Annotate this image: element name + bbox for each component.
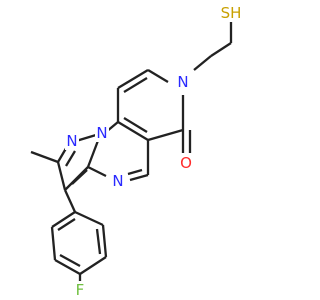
- bonds: [30, 19, 233, 284]
- bond-aryl-5: [50, 226, 57, 261]
- bond-aryl-4: [54, 258, 81, 276]
- bond-ch-ch: [117, 69, 149, 89]
- n-pyrazole-bg: [65, 132, 79, 150]
- n-ring-label: N: [177, 73, 188, 91]
- carbonyl-oxygen-label: O: [180, 154, 192, 172]
- bond-n-c-pyrim: [87, 165, 107, 178]
- bond-aryl-6: [51, 211, 76, 228]
- bond-aryl-2-double: [95, 228, 102, 255]
- bond-c3-c3a-double: [71, 169, 88, 185]
- n-pyrimidine-label: N: [112, 172, 123, 190]
- bond-cme-c3: [56, 161, 67, 191]
- bond-aryl-3: [79, 256, 107, 275]
- molecule-structure: SH N O N N N F: [30, 4, 244, 299]
- atom-labels: SH N O N N N F: [65, 4, 244, 299]
- bond-n-ch: [147, 69, 169, 83]
- f-bg: [73, 281, 87, 299]
- bond-ch2-ch2: [210, 42, 232, 57]
- n-bridge-label: N: [96, 124, 107, 142]
- bond-c3-aryl: [63, 189, 77, 213]
- thiol-label: SH: [221, 4, 242, 22]
- bond-methyl: [30, 150, 59, 164]
- bond-ch-ch-double: [123, 77, 148, 93]
- o-bg: [179, 154, 193, 172]
- bond-ch-n-pyrim-double: [127, 168, 143, 176]
- bond-ch2-n: [193, 55, 212, 71]
- fluorine-label: F: [76, 281, 85, 299]
- n-bridge-bg: [95, 124, 109, 142]
- sh-label-bg: [218, 4, 244, 22]
- bond-nn: [75, 133, 97, 143]
- bond-ch-n-pyrim: [129, 173, 149, 182]
- n-pyrimidine-bg: [111, 172, 125, 190]
- bond-aryl-2: [101, 224, 108, 258]
- bond-aryl-4-double: [59, 253, 81, 268]
- bond-bridge-n-c: [86, 137, 101, 168]
- bond-aryl-1: [74, 210, 104, 227]
- bond-n-cme-double: [65, 150, 76, 167]
- bond-fused-c-c: [117, 121, 149, 141]
- bond-aryl-6-double: [57, 218, 76, 231]
- n-ring-bg: [176, 73, 190, 91]
- bond-c-carbonyl: [147, 128, 184, 142]
- n-pyrazole-label: N: [66, 132, 77, 150]
- bond-fused-c-c-double: [123, 117, 148, 133]
